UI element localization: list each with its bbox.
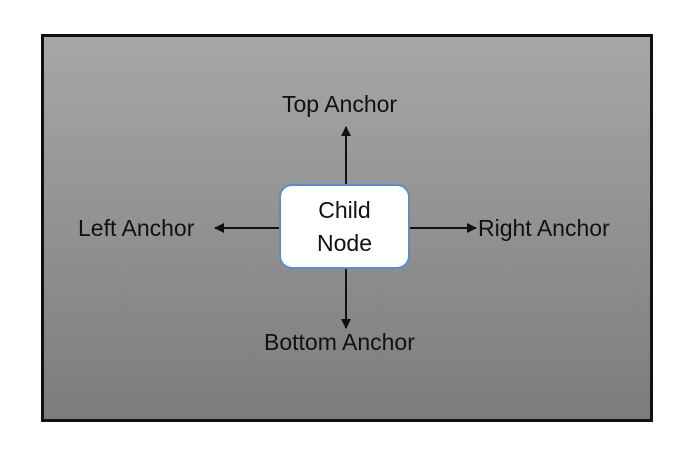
bottom-anchor-label: Bottom Anchor: [264, 329, 415, 355]
left-anchor-label: Left Anchor: [78, 215, 195, 241]
top-anchor-label: Top Anchor: [282, 91, 398, 117]
child-node-label: Child Node: [317, 196, 372, 256]
child-node: Child Node: [279, 184, 410, 269]
right-anchor-label: Right Anchor: [478, 215, 610, 241]
